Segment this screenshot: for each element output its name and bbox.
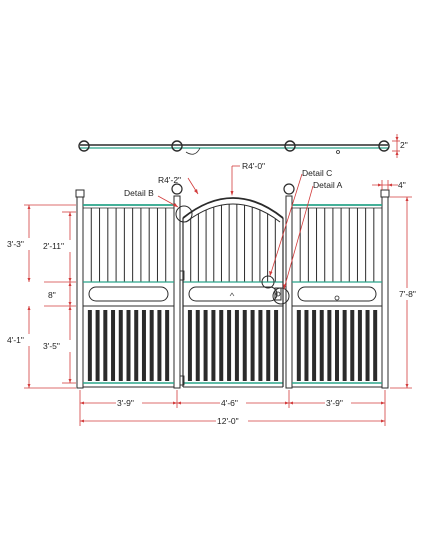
right-rail-oval bbox=[297, 286, 377, 302]
svg-text:3'-9": 3'-9" bbox=[117, 398, 134, 408]
slat bbox=[296, 310, 301, 381]
detail-a-label: Detail A bbox=[313, 180, 343, 190]
slat bbox=[95, 310, 100, 381]
left-rail-oval bbox=[88, 286, 169, 302]
svg-text:12'-0": 12'-0" bbox=[217, 416, 239, 426]
slat bbox=[227, 310, 232, 381]
svg-text:3'-9": 3'-9" bbox=[326, 398, 343, 408]
slat bbox=[149, 310, 154, 381]
left-panel bbox=[82, 204, 175, 388]
svg-text:4": 4" bbox=[398, 180, 406, 190]
slat bbox=[87, 310, 92, 381]
slat bbox=[157, 310, 162, 381]
slat bbox=[211, 310, 216, 381]
slat bbox=[242, 310, 247, 381]
post-width-dim: 4" bbox=[372, 180, 406, 190]
slat bbox=[342, 310, 347, 381]
slat bbox=[319, 310, 324, 381]
plan-post-gate-left bbox=[171, 140, 183, 152]
plan-post-right bbox=[378, 140, 390, 152]
gate-elevation bbox=[75, 183, 390, 389]
slat bbox=[266, 310, 271, 381]
slat bbox=[327, 310, 332, 381]
detail-b-label: Detail B bbox=[124, 188, 154, 198]
slat bbox=[219, 310, 224, 381]
slat bbox=[373, 310, 378, 381]
slat bbox=[111, 310, 116, 381]
arch-radius-gate-label: R4'-2" bbox=[158, 175, 181, 185]
gate-rail-oval bbox=[188, 286, 278, 302]
slat bbox=[165, 310, 170, 381]
slat bbox=[335, 310, 339, 381]
slat bbox=[187, 310, 192, 381]
svg-text:3'-5": 3'-5" bbox=[43, 341, 60, 351]
plan-post-left bbox=[78, 140, 90, 152]
slat bbox=[126, 310, 131, 381]
hinge-lower bbox=[179, 375, 185, 386]
gate-latch bbox=[274, 287, 282, 301]
hinge-upper bbox=[179, 270, 185, 281]
slat bbox=[312, 310, 317, 381]
slat bbox=[203, 310, 208, 381]
slat bbox=[304, 310, 309, 381]
detail-a-circle bbox=[272, 287, 290, 305]
bottom-dimensions: 3'-9" 4'-6" 3'-9" 12'-0" bbox=[79, 390, 386, 426]
slat bbox=[365, 310, 370, 381]
slat bbox=[350, 310, 355, 381]
plan-post-gate-right bbox=[284, 140, 296, 152]
slat bbox=[357, 310, 362, 381]
svg-text:4'-1": 4'-1" bbox=[7, 335, 24, 345]
slat bbox=[134, 310, 139, 381]
post-thickness-dim: 2" bbox=[400, 140, 408, 150]
post-gate-right bbox=[285, 195, 293, 389]
gate-arch bbox=[182, 197, 284, 219]
svg-text:4'-6": 4'-6" bbox=[221, 398, 238, 408]
slat bbox=[234, 310, 239, 381]
slat bbox=[103, 310, 108, 381]
slat bbox=[141, 310, 146, 381]
slat bbox=[274, 310, 279, 381]
left-dimensions: 3'-3" 2'-11" 8" 4'-1" 3'-5" bbox=[6, 204, 76, 389]
detail-c-circle bbox=[261, 275, 275, 289]
plan-view: 2" bbox=[78, 134, 408, 158]
callouts: Detail B Detail C Detail A R4'-2" R4'-0" bbox=[124, 161, 343, 290]
right-panel bbox=[291, 204, 383, 388]
svg-text:2'-11": 2'-11" bbox=[43, 241, 64, 251]
svg-text:3'-3": 3'-3" bbox=[7, 239, 24, 249]
slat bbox=[258, 310, 263, 381]
overall-height-dim: 7'-8" bbox=[390, 196, 428, 389]
center-gate bbox=[179, 197, 284, 388]
svg-text:7'-8": 7'-8" bbox=[399, 289, 416, 299]
slat bbox=[250, 310, 255, 381]
post-left bbox=[76, 196, 84, 389]
post-gate-left bbox=[173, 195, 181, 389]
slat bbox=[118, 310, 123, 381]
detail-b-circle bbox=[175, 205, 193, 223]
arch-radius-main-label: R4'-0" bbox=[242, 161, 265, 171]
svg-text:8": 8" bbox=[48, 290, 56, 300]
detail-c-label: Detail C bbox=[302, 168, 332, 178]
slat bbox=[195, 310, 200, 381]
post-right bbox=[381, 196, 389, 389]
